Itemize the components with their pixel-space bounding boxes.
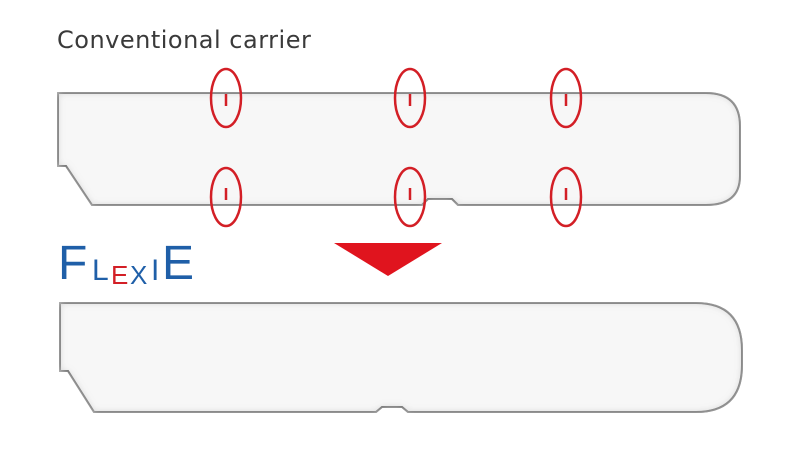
logo-letter-f: F <box>58 237 88 290</box>
conventional-carrier-label: Conventional carrier <box>57 26 312 54</box>
flexie-logo: F L E X I E <box>58 232 218 294</box>
slit-marker-top-2 <box>393 67 427 129</box>
down-triangle-arrow-icon <box>334 243 442 276</box>
logo-letter-i: I <box>151 254 160 287</box>
logo-letter-l: L <box>92 254 109 287</box>
slit-marker-top-1 <box>209 67 243 129</box>
logo-letter-e: E <box>111 260 129 290</box>
logo-letter-x: X <box>130 260 148 290</box>
flexie-carrier-shape <box>59 302 743 413</box>
slit-marker-top-3 <box>549 67 583 129</box>
slit-marker-bottom-2 <box>393 166 427 228</box>
logo-letter-e-final: E <box>162 237 195 290</box>
conventional-carrier-shape <box>57 92 741 206</box>
slit-marker-bottom-1 <box>209 166 243 228</box>
slit-marker-bottom-3 <box>549 166 583 228</box>
